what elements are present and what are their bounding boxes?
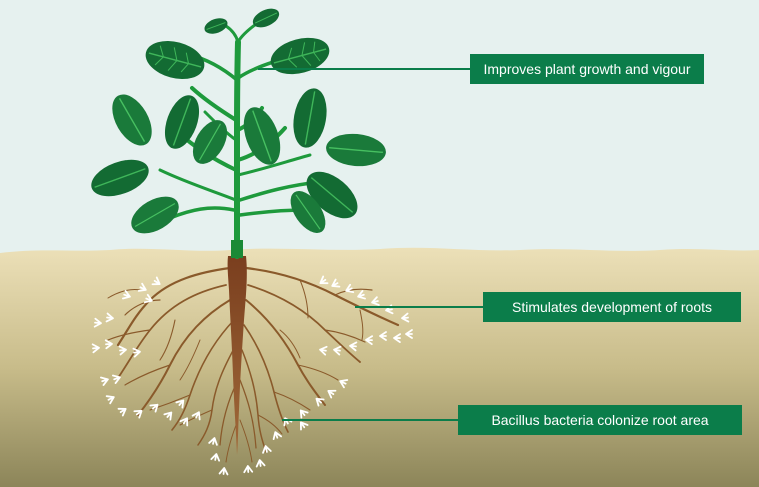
chevron-arrow-icon bbox=[175, 399, 185, 409]
callout-growth: Improves plant growth and vigour bbox=[258, 54, 704, 84]
plant-leaves bbox=[91, 8, 386, 234]
chevron-arrow-icon bbox=[243, 465, 254, 474]
chevron-arrow-icon bbox=[149, 403, 159, 413]
chevron-arrow-icon bbox=[315, 397, 325, 407]
chevron-arrow-icon bbox=[371, 296, 380, 306]
chevron-arrow-icon bbox=[272, 431, 283, 441]
callout-roots: Stimulates development of roots bbox=[355, 292, 741, 322]
chevron-arrow-icon bbox=[357, 290, 366, 300]
chevron-arrow-icon bbox=[151, 276, 161, 286]
chevron-arrow-icon bbox=[191, 411, 201, 421]
chevron-arrow-icon bbox=[218, 467, 229, 476]
callout-connector bbox=[282, 419, 458, 421]
chevron-arrow-icon bbox=[299, 409, 309, 419]
chevron-arrow-icon bbox=[255, 459, 266, 468]
chevron-arrow-icon bbox=[117, 407, 127, 417]
tap-root bbox=[227, 256, 247, 455]
callout-connector bbox=[355, 306, 483, 308]
chevron-arrow-icon bbox=[365, 335, 374, 346]
chevron-arrow-icon bbox=[179, 417, 189, 427]
chevron-arrow-icon bbox=[208, 437, 218, 446]
callout-bacillus: Bacillus bacteria colonize root area bbox=[282, 405, 742, 435]
chevron-arrow-icon bbox=[118, 345, 127, 356]
chevron-arrow-icon bbox=[132, 347, 141, 358]
chevron-arrow-icon bbox=[133, 409, 143, 419]
chevron-arrow-icon bbox=[163, 411, 173, 421]
sky-background bbox=[0, 0, 759, 260]
chevron-arrow-icon bbox=[105, 312, 114, 323]
chevron-arrow-icon bbox=[100, 376, 109, 386]
chevron-arrow-icon bbox=[111, 374, 121, 385]
callout-roots-label: Stimulates development of roots bbox=[483, 292, 741, 322]
chevron-arrow-icon bbox=[379, 331, 387, 341]
callout-connector bbox=[258, 68, 470, 70]
chevron-arrow-icon bbox=[262, 445, 272, 454]
chevron-arrow-icon bbox=[143, 293, 153, 304]
chevron-arrow-icon bbox=[299, 421, 309, 431]
callout-growth-label: Improves plant growth and vigour bbox=[470, 54, 704, 84]
chevron-arrow-icon bbox=[345, 283, 355, 294]
bacteria-arrows bbox=[91, 275, 413, 476]
chevron-arrow-icon bbox=[91, 343, 100, 354]
soil-ground bbox=[0, 247, 759, 487]
chevron-arrow-icon bbox=[122, 290, 131, 300]
chevron-arrow-icon bbox=[210, 453, 221, 462]
chevron-arrow-icon bbox=[93, 317, 102, 328]
chevron-arrow-icon bbox=[105, 395, 115, 405]
chevron-arrow-icon bbox=[339, 379, 349, 389]
chevron-arrow-icon bbox=[137, 282, 147, 292]
chevron-arrow-icon bbox=[319, 345, 328, 356]
chevron-arrow-icon bbox=[401, 312, 410, 323]
chevron-arrow-icon bbox=[327, 389, 337, 399]
stem-base bbox=[231, 240, 243, 258]
chevron-arrow-icon bbox=[333, 345, 342, 356]
chevron-arrow-icon bbox=[393, 333, 401, 343]
chevron-arrow-icon bbox=[319, 275, 329, 285]
chevron-arrow-icon bbox=[349, 341, 358, 352]
callout-bacillus-label: Bacillus bacteria colonize root area bbox=[458, 405, 742, 435]
chevron-arrow-icon bbox=[104, 339, 113, 350]
chevron-arrow-icon bbox=[405, 329, 413, 339]
chevron-arrow-icon bbox=[331, 278, 341, 288]
